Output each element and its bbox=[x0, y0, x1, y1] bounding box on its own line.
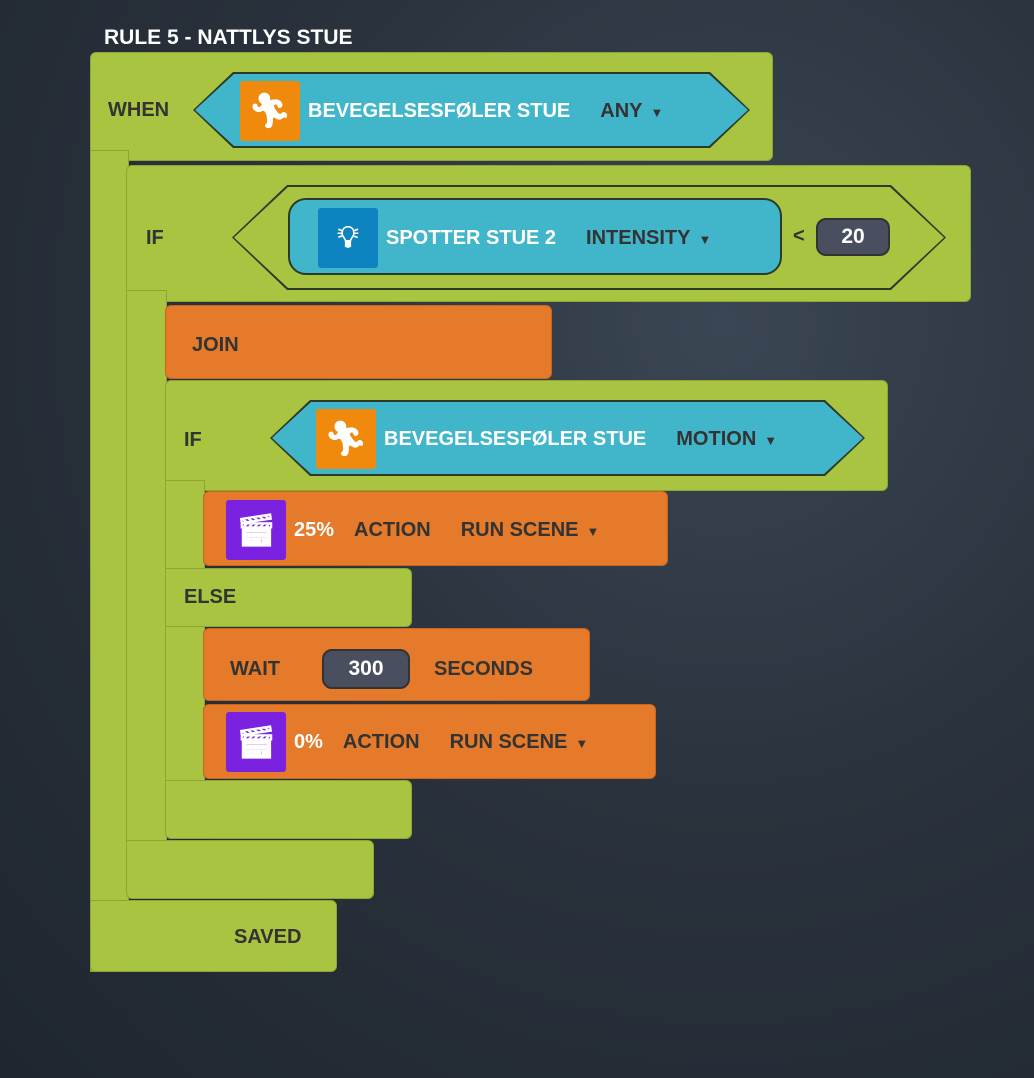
action1-type-dropdown[interactable]: RUN SCENE ▼ bbox=[461, 519, 600, 542]
wait-unit: SECONDS bbox=[434, 658, 533, 680]
running-person-icon: 🏃︎ bbox=[316, 409, 376, 469]
if2-device: BEVEGELSESFØLER STUE bbox=[384, 427, 647, 450]
if1-device: SPOTTER STUE 2 bbox=[386, 226, 557, 249]
if-label-1: IF bbox=[146, 227, 164, 249]
wait-label: WAIT bbox=[230, 658, 280, 680]
join-block[interactable] bbox=[165, 305, 552, 379]
action2-type-dropdown[interactable]: RUN SCENE ▼ bbox=[450, 731, 589, 754]
if2-event-dropdown[interactable]: MOTION ▼ bbox=[676, 428, 777, 451]
action1-value: 25% bbox=[294, 518, 335, 541]
action2-value: 0% bbox=[294, 730, 323, 753]
wait-seconds-input[interactable]: 300 bbox=[322, 649, 410, 689]
if1-property-dropdown[interactable]: INTENSITY ▼ bbox=[586, 227, 711, 250]
if2-event: MOTION bbox=[676, 427, 757, 450]
join-label: JOIN bbox=[192, 334, 239, 356]
caret-down-icon: ▼ bbox=[698, 231, 712, 247]
lightbulb-icon: 💡︎ bbox=[318, 208, 378, 268]
saved-status: SAVED bbox=[234, 926, 302, 948]
threshold-input[interactable]: 20 bbox=[816, 218, 890, 256]
when-device: BEVEGELSESFØLER STUE bbox=[308, 99, 571, 122]
else-label: ELSE bbox=[184, 586, 237, 608]
action2-label: ACTION bbox=[342, 730, 420, 753]
action1-label: ACTION bbox=[354, 518, 431, 541]
action1-type: RUN SCENE bbox=[460, 518, 579, 541]
caret-down-icon: ▼ bbox=[586, 523, 600, 539]
caret-down-icon: ▼ bbox=[650, 104, 664, 120]
when-event-dropdown[interactable]: ANY ▼ bbox=[600, 100, 663, 123]
if-label-2: IF bbox=[184, 429, 202, 451]
if1-property: INTENSITY bbox=[586, 226, 691, 249]
comparison-operator: < bbox=[793, 225, 805, 247]
action2-type: RUN SCENE bbox=[449, 730, 568, 753]
clapperboard-icon: 🎬︎ bbox=[226, 500, 286, 560]
running-person-icon: 🏃︎ bbox=[240, 81, 300, 141]
when-event: ANY bbox=[600, 99, 643, 122]
rule-title: RULE 5 - NATTLYS STUE bbox=[104, 26, 353, 49]
when-label: WHEN bbox=[108, 99, 170, 121]
clapperboard-icon: 🎬︎ bbox=[226, 712, 286, 772]
caret-down-icon: ▼ bbox=[575, 735, 589, 751]
caret-down-icon: ▼ bbox=[764, 432, 778, 448]
